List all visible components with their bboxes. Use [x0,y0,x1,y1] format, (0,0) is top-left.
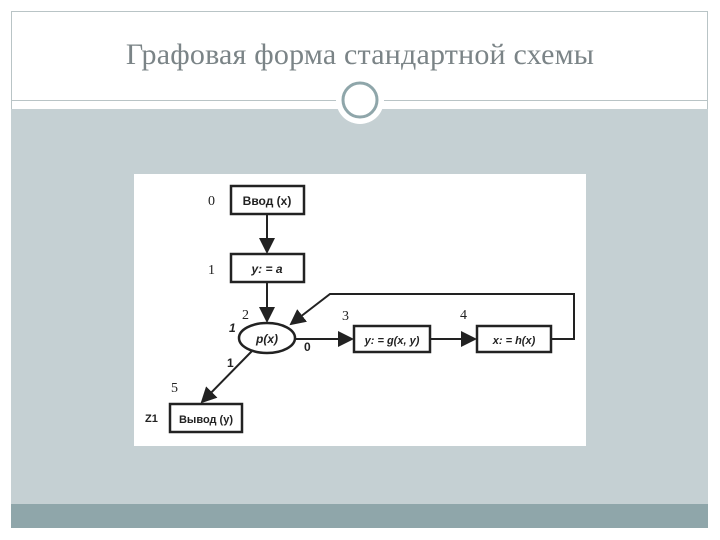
branch-false-label: 0 [304,340,311,354]
step-number: 1 [208,263,215,278]
step-number: 5 [171,381,178,396]
predicate-node-label: p(x) [255,332,278,346]
step-number: 2 [242,308,249,323]
output-node [168,402,244,434]
assign-g-node-label: y: = g(x, y) [364,335,420,347]
step-number: 4 [460,308,467,323]
edge-predicate-to-output [200,350,253,404]
step-number: 0 [208,194,215,209]
flowchart-diagram: Ввод (x) y: = a p(x) y: = g(x, y) x: = h… [145,184,575,434]
footer-bar [11,504,708,528]
edge-loop-back-to-predicate [289,293,575,340]
assign-a-node-label: y: = a [250,262,282,276]
input-node [229,184,306,216]
divider-circle-ornament [336,76,384,124]
assign-h-node-label: x: = h(x) [492,335,536,347]
output-node-label: Вывод (y) [179,414,233,426]
branch-true-label: 1 [227,356,234,370]
assign-a-node [229,252,306,284]
step-number: 3 [342,309,349,324]
assign-h-node [475,324,553,354]
input-node-label: Ввод (x) [243,194,292,208]
predicate-side-label: 1 [229,321,236,335]
output-side-label: Z1 [145,413,158,425]
slide-title: Графовая форма стандартной схемы [125,38,595,71]
